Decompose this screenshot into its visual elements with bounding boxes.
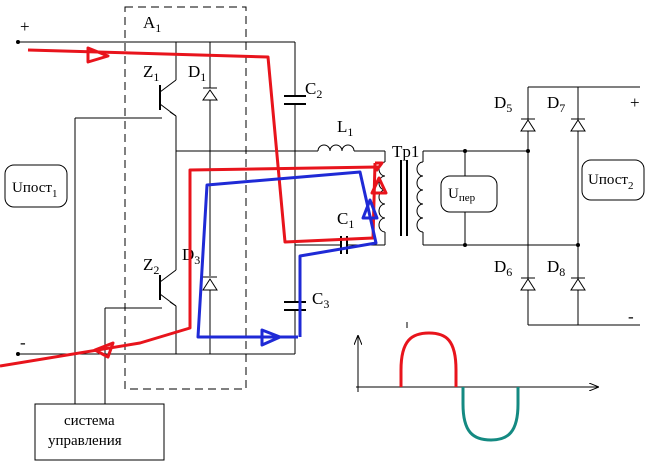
waveform-plot [356, 322, 598, 442]
diode-d6 [520, 277, 536, 291]
transistor-z1 [159, 42, 177, 151]
node-dot [576, 243, 580, 247]
input-positive-terminal [16, 40, 20, 44]
upost2-box [581, 159, 645, 201]
input-minus-label: - [20, 333, 26, 352]
input-plus-label: + [20, 17, 30, 36]
upost2-label: Uпост2 [588, 172, 633, 192]
control-system-box [34, 403, 165, 461]
transistor-z2 [159, 151, 177, 354]
diode-d5 [520, 118, 536, 132]
d1-label: D1 [188, 62, 206, 84]
c1-label: C1 [337, 209, 354, 231]
control-system-label-line1: система [64, 413, 115, 429]
diode-d8 [570, 277, 586, 291]
d8-label: D8 [547, 257, 565, 279]
z2-label: Z2 [143, 255, 159, 277]
diode-d7 [570, 118, 586, 132]
module-a1-boundary [124, 6, 247, 390]
input-negative-terminal [16, 352, 20, 356]
d7-label: D7 [547, 93, 565, 115]
diode-d1 [202, 42, 218, 151]
inductor-l1 [317, 144, 386, 162]
control-system-label-line2: управления [48, 433, 122, 449]
transformer-tp1 [378, 151, 424, 245]
node-dot [463, 243, 467, 247]
z1-label: Z1 [143, 62, 159, 84]
output-plus-label: + [630, 93, 640, 112]
diode-d3 [202, 151, 218, 354]
d5-label: D5 [494, 93, 512, 115]
uper-label: Uпер [448, 186, 476, 204]
c3-label: C3 [312, 289, 329, 311]
l1-label: L1 [337, 117, 353, 139]
d6-label: D6 [494, 257, 512, 279]
current-path-blue [196, 170, 379, 347]
waveform-positive-half [399, 331, 458, 387]
a1-label: A1 [143, 13, 161, 35]
upost1-label: Uпост1 [12, 180, 57, 200]
output-minus-label: - [628, 307, 634, 326]
node-dot [463, 149, 467, 153]
node-dot [526, 149, 530, 153]
uper-box [440, 175, 498, 213]
waveform-negative-half [461, 387, 520, 442]
capacitor-c2 [284, 42, 306, 245]
tp1-label: Tp1 [392, 142, 419, 161]
capacitor-c3 [284, 245, 306, 354]
c2-label: C2 [305, 79, 322, 101]
upost1-box [4, 164, 68, 208]
